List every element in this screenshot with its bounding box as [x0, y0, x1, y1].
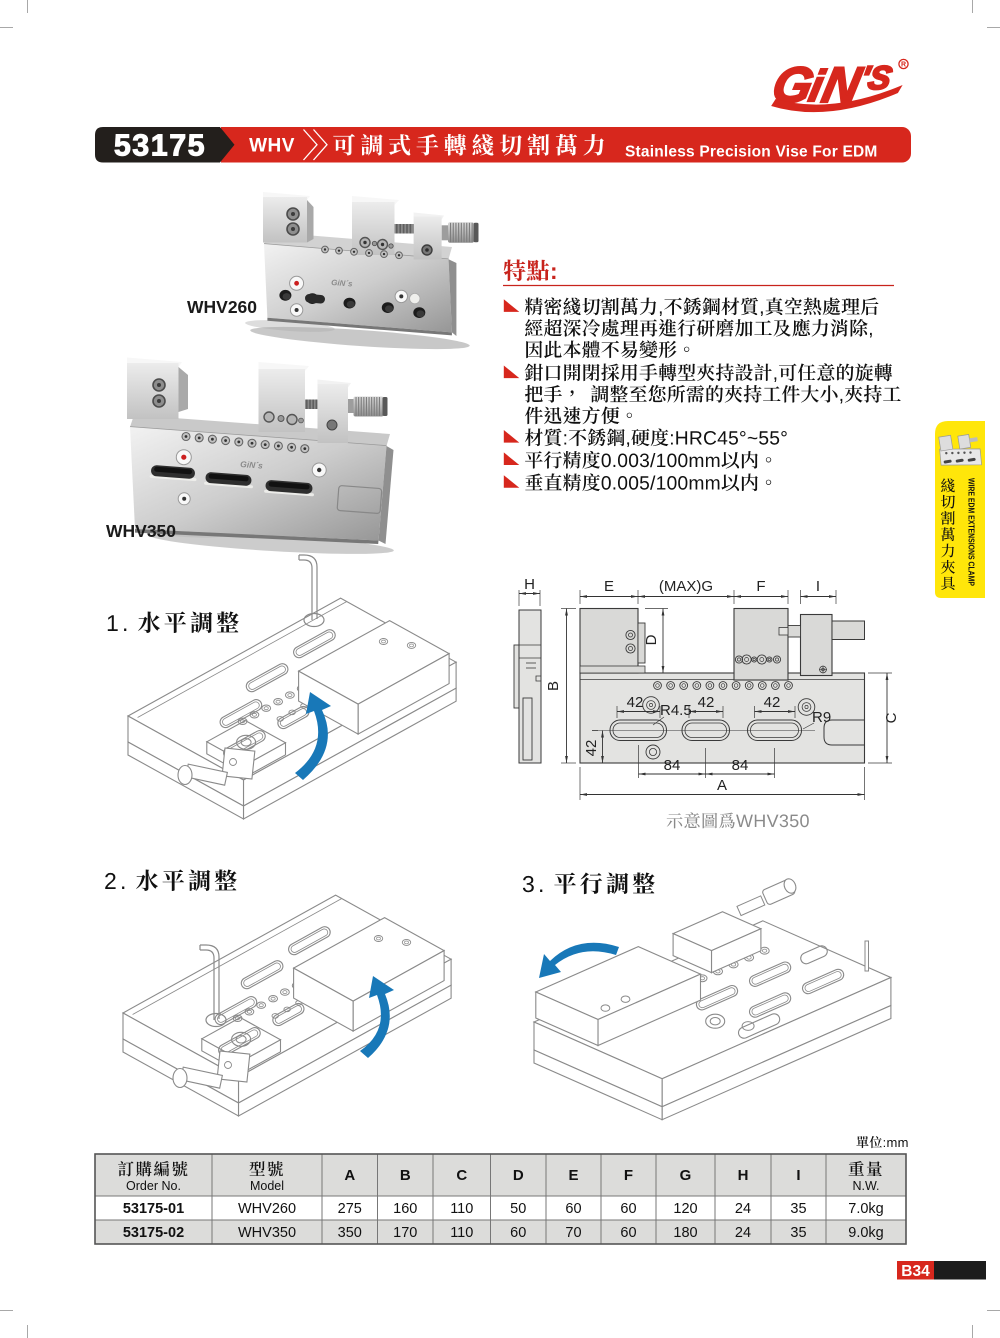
- svg-text:D: D: [513, 1167, 524, 1184]
- svg-text:I: I: [796, 1167, 800, 1184]
- svg-text:R4.5: R4.5: [660, 702, 692, 719]
- svg-text:70: 70: [565, 1225, 581, 1241]
- svg-text:(MAX)G: (MAX)G: [659, 578, 713, 595]
- svg-text:WHV350: WHV350: [238, 1225, 296, 1241]
- svg-text:F: F: [756, 578, 765, 595]
- svg-text:Model: Model: [250, 1179, 284, 1193]
- svg-text:WHV260: WHV260: [238, 1201, 296, 1217]
- svg-text:GiN´s: GiN´s: [240, 459, 264, 471]
- svg-text:R: R: [901, 62, 906, 69]
- svg-text:F: F: [624, 1167, 633, 1184]
- svg-text:110: 110: [450, 1225, 473, 1241]
- svg-text:350: 350: [338, 1225, 362, 1241]
- svg-text:B: B: [400, 1167, 411, 1184]
- svg-text:160: 160: [393, 1201, 417, 1217]
- svg-text:A: A: [717, 777, 727, 794]
- svg-text:60: 60: [565, 1201, 581, 1217]
- svg-text:D: D: [643, 634, 660, 645]
- svg-text:E: E: [604, 578, 614, 595]
- svg-text:50: 50: [510, 1201, 526, 1217]
- svg-text:Stainless Precision Vise For E: Stainless Precision Vise For EDM: [625, 144, 878, 161]
- svg-text:WHV350: WHV350: [106, 521, 176, 541]
- svg-text:180: 180: [673, 1225, 697, 1241]
- svg-text:H: H: [524, 576, 535, 593]
- svg-text:60: 60: [620, 1201, 636, 1217]
- svg-text:110: 110: [450, 1201, 473, 1217]
- svg-text:H: H: [738, 1167, 749, 1184]
- svg-text:60: 60: [510, 1225, 526, 1241]
- svg-text:I: I: [816, 578, 820, 595]
- svg-text:275: 275: [338, 1201, 362, 1217]
- svg-text:C: C: [883, 712, 900, 723]
- svg-text:Order No.: Order No.: [126, 1179, 181, 1193]
- svg-text:G: G: [680, 1167, 692, 1184]
- svg-text:84: 84: [664, 757, 681, 774]
- svg-text:B: B: [545, 681, 562, 691]
- svg-text:120: 120: [673, 1201, 697, 1217]
- svg-text:53175: 53175: [114, 129, 206, 163]
- svg-text:9.0kg: 9.0kg: [848, 1225, 883, 1241]
- svg-text:35: 35: [790, 1225, 806, 1241]
- svg-text:42: 42: [764, 694, 781, 711]
- svg-text:C: C: [456, 1167, 467, 1184]
- svg-text:WHV260: WHV260: [187, 297, 257, 317]
- svg-text:24: 24: [735, 1201, 751, 1217]
- svg-text:35: 35: [790, 1201, 806, 1217]
- svg-text:GiN´s: GiN´s: [331, 278, 353, 289]
- svg-text:A: A: [344, 1167, 355, 1184]
- svg-text:84: 84: [732, 757, 749, 774]
- svg-text:53175-02: 53175-02: [123, 1225, 184, 1241]
- svg-text:E: E: [568, 1167, 578, 1184]
- svg-text:R9: R9: [812, 709, 831, 726]
- svg-text:N.W.: N.W.: [852, 1179, 879, 1193]
- svg-text:53175-01: 53175-01: [123, 1201, 184, 1217]
- svg-text:24: 24: [735, 1225, 751, 1241]
- svg-text:WHV: WHV: [249, 136, 295, 157]
- svg-text:42: 42: [583, 740, 600, 757]
- svg-text:WIRE EDM EXTENSIONS CLAMP: WIRE EDM EXTENSIONS CLAMP: [967, 478, 977, 586]
- svg-text:42: 42: [698, 694, 715, 711]
- svg-text:B34: B34: [901, 1263, 930, 1280]
- svg-text:60: 60: [620, 1225, 636, 1241]
- svg-text:42: 42: [627, 694, 644, 711]
- svg-text:170: 170: [393, 1225, 417, 1241]
- svg-text:7.0kg: 7.0kg: [848, 1201, 883, 1217]
